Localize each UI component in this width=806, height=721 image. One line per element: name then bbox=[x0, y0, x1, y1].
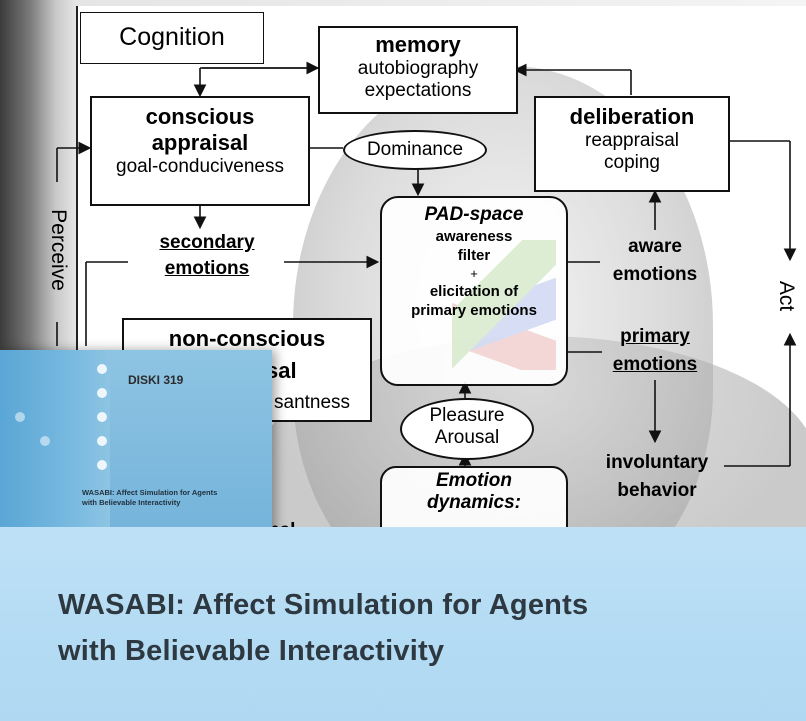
cognition-label: Cognition bbox=[119, 23, 225, 51]
conscious-title: conscious bbox=[145, 104, 255, 129]
involuntary-line2: behavior bbox=[617, 480, 697, 501]
pleasure-label: Pleasure bbox=[429, 405, 505, 426]
act-label: Act bbox=[775, 280, 798, 312]
book-dot bbox=[97, 412, 107, 422]
primary-emotions-line2: emotions bbox=[612, 354, 698, 375]
non-conscious-title: non-conscious bbox=[168, 326, 326, 351]
pad-primary-emotions: primary emotions bbox=[411, 302, 537, 319]
book-dot bbox=[97, 460, 107, 470]
pad-elicitation: elicitation of bbox=[429, 283, 519, 300]
arousal-label: Arousal bbox=[434, 427, 500, 448]
book-title-line2: with Believable Interactivity bbox=[82, 498, 181, 507]
dominance-ellipse: Dominance bbox=[343, 130, 487, 170]
pad-space-box: PAD-space awareness filter + elicitation… bbox=[380, 196, 568, 386]
pad-plus: + bbox=[470, 266, 478, 281]
conscious-appraisal-box: conscious appraisal goal-conduciveness bbox=[90, 96, 310, 206]
emotion-dynamics-line2: dynamics: bbox=[427, 492, 521, 513]
perceive-label: Perceive bbox=[47, 209, 70, 291]
reappraisal-label: reappraisal bbox=[585, 130, 679, 151]
book-dot bbox=[97, 436, 107, 446]
deliberation-box: deliberation reappraisal coping bbox=[534, 96, 730, 192]
dominance-label: Dominance bbox=[366, 139, 464, 160]
primary-emotions-line1: primary bbox=[620, 326, 690, 347]
pad-space-title: PAD-space bbox=[424, 204, 524, 225]
aware-emotions-line2: emotions bbox=[612, 264, 698, 285]
pleasure-arousal-ellipse: Pleasure Arousal bbox=[400, 398, 534, 460]
appraisal-title: appraisal bbox=[151, 130, 249, 155]
book-title: WASABI: Affect Simulation for Agents wit… bbox=[82, 488, 252, 508]
coping-label: coping bbox=[604, 152, 660, 173]
emotion-dynamics-line1: Emotion bbox=[436, 470, 512, 491]
secondary-emotions-line1: secondary bbox=[159, 232, 255, 253]
involuntary-line1: involuntary bbox=[605, 452, 709, 473]
book-series-label: DISKI 319 bbox=[128, 373, 184, 387]
memory-title: memory bbox=[375, 32, 461, 57]
aware-emotions-line1: aware bbox=[628, 236, 682, 257]
book-title-line1: WASABI: Affect Simulation for Agents bbox=[82, 488, 218, 497]
title-banner: WASABI: Affect Simulation for Agents wit… bbox=[0, 527, 806, 721]
memory-autobiography: autobiography bbox=[357, 58, 479, 79]
cognition-label-box: Cognition bbox=[80, 12, 264, 64]
pleasantness-label: santness bbox=[274, 392, 351, 413]
banner-title-line1: WASABI: Affect Simulation for Agents bbox=[58, 589, 589, 621]
book-dot bbox=[15, 412, 25, 422]
goal-conduciveness: goal-conduciveness bbox=[116, 156, 284, 177]
secondary-emotions-line2: emotions bbox=[164, 258, 250, 279]
book-dot bbox=[40, 436, 50, 446]
book-dot bbox=[97, 388, 107, 398]
deliberation-title: deliberation bbox=[569, 104, 695, 129]
memory-box: memory autobiography expectations bbox=[318, 26, 518, 114]
memory-expectations: expectations bbox=[364, 80, 472, 101]
banner-title-line2: with Believable Interactivity bbox=[58, 635, 445, 667]
book-dot bbox=[97, 364, 107, 374]
pad-filter: filter bbox=[457, 247, 491, 264]
pad-awareness: awareness bbox=[435, 228, 513, 245]
pad-mini-plot bbox=[452, 240, 556, 370]
